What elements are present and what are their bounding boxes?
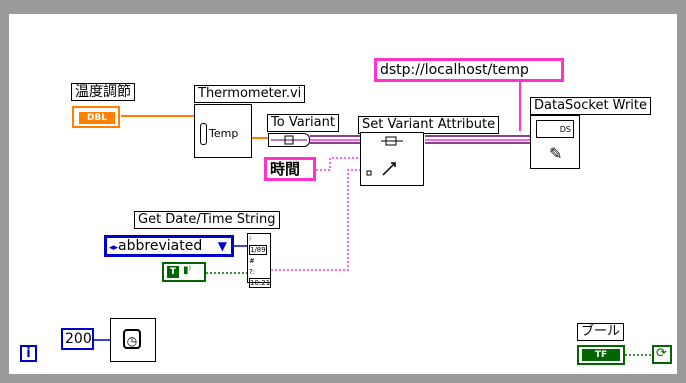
- ds-text: DS: [559, 125, 571, 134]
- temp-text: Temp: [209, 127, 239, 140]
- url-constant[interactable]: dstp://localhost/temp: [374, 58, 564, 82]
- bool-constant[interactable]: T ▮⁾: [162, 262, 206, 282]
- loop-stop-terminal[interactable]: ⟳: [652, 345, 672, 364]
- enum-arrows-icon: ◂▸: [109, 243, 119, 253]
- datasocket-icon: DS: [536, 120, 574, 138]
- bool-label: ブール: [577, 323, 625, 341]
- pen-icon: ✎: [549, 144, 563, 163]
- bool-constant-t: T: [167, 266, 179, 278]
- tf-indicator-inner: TF: [582, 349, 620, 361]
- thermometer-icon: [200, 123, 207, 145]
- datetime-wire: [271, 169, 360, 271]
- dbl-terminal[interactable]: DBL: [72, 106, 120, 128]
- enum-dropdown-icon[interactable]: ▼: [217, 239, 227, 253]
- loop-stop-icon: ⟳: [656, 346, 667, 361]
- wait-clock-icon: ◷: [123, 329, 141, 349]
- set-attribute-icon: [366, 136, 403, 176]
- temp-control-label: 温度調節: [71, 83, 135, 101]
- datasocket-write-label: DataSocket Write: [530, 97, 652, 115]
- tf-indicator[interactable]: TF: [577, 345, 625, 365]
- to-variant-node[interactable]: [268, 133, 310, 147]
- dbl-terminal-inner: DBL: [78, 111, 116, 125]
- format-enum-value: abbreviated: [118, 238, 203, 254]
- time-attr-wire: [316, 157, 360, 171]
- bool-toggle-icon: ▮⁾: [183, 265, 191, 276]
- thermometer-subvi[interactable]: Temp: [194, 104, 252, 158]
- set-variant-attr-node[interactable]: [360, 132, 424, 186]
- get-datetime-node[interactable]: ⁝ 1/89 # ?: 10:21: [247, 233, 272, 288]
- date-time-icon: ⁝ 1/89 # ?: 10:21: [249, 235, 272, 288]
- date-text: 1/89: [249, 245, 267, 255]
- thermometer-label: Thermometer.vi: [194, 85, 306, 103]
- loop-index-terminal: i: [20, 345, 37, 362]
- to-variant-label: To Variant: [267, 114, 339, 132]
- wait-node[interactable]: ◷: [110, 318, 156, 362]
- set-variant-attr-label: Set Variant Attribute: [358, 116, 500, 134]
- datasocket-write-node[interactable]: DS ✎: [530, 115, 580, 169]
- time-attr-constant[interactable]: 時間: [264, 157, 316, 181]
- time-text: 10:21: [249, 278, 272, 288]
- format-enum-constant[interactable]: ◂▸abbreviated ▼: [104, 235, 234, 257]
- wait-ms-constant[interactable]: 200: [61, 328, 94, 350]
- variant-icon: [271, 135, 307, 145]
- get-datetime-label: Get Date/Time String: [134, 211, 280, 229]
